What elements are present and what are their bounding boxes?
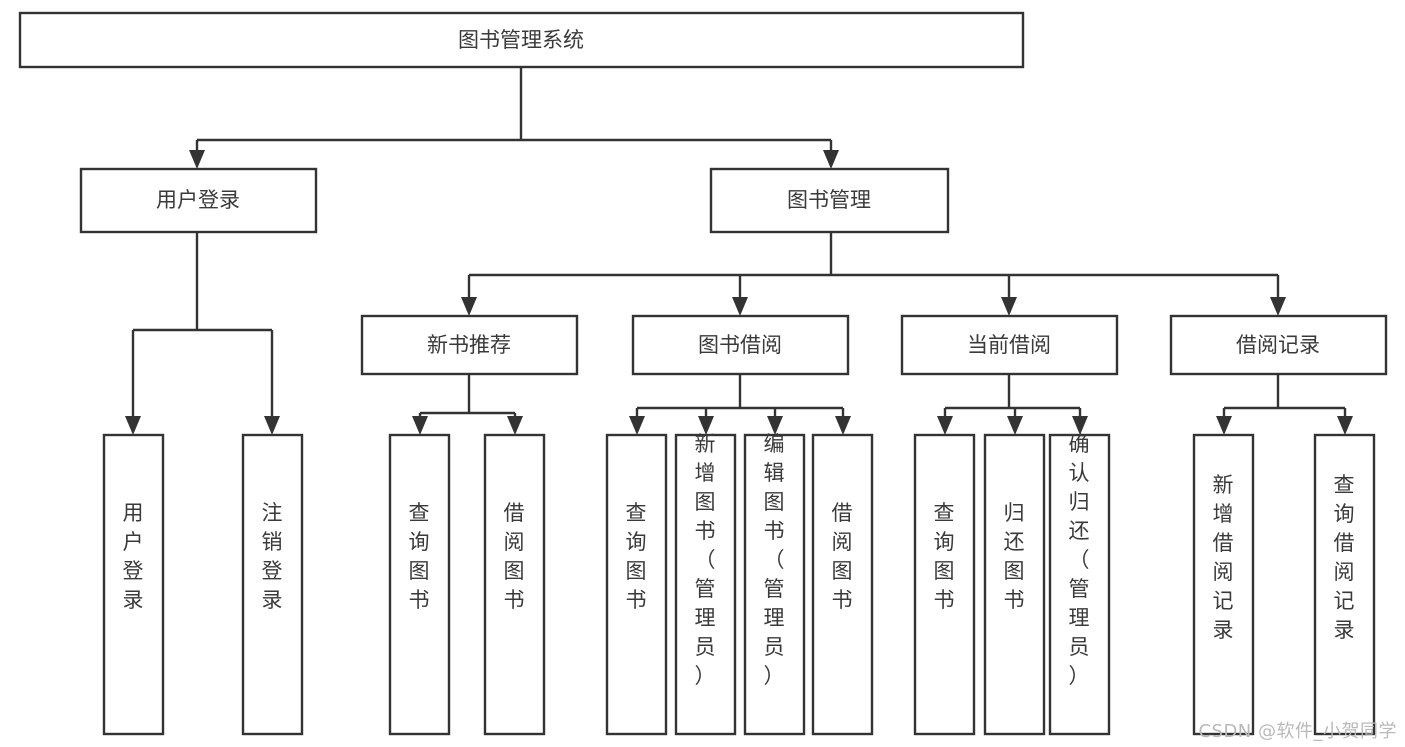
leaf-currentborrow-return-book[interactable]: 归还图书 (983, 433, 1046, 736)
leaf-logout[interactable]: 注销登录 (241, 433, 304, 736)
edge-group-current-borrow-to-leaves (937, 374, 1088, 435)
arrow-to-current-borrow (1001, 297, 1017, 316)
node-book-manage[interactable]: 图书管理 (709, 167, 950, 234)
edge-group-book-borrow-to-leaves (629, 374, 851, 435)
node-current-borrow-label: 当前借阅 (967, 333, 1051, 357)
node-current-borrow[interactable]: 当前借阅 (900, 314, 1119, 376)
leaf-user-login-box[interactable] (102, 433, 165, 736)
leaf-currentborrow-confirm-return-label: 确认归还（管理员） (1069, 432, 1090, 688)
leaf-borrowrecord-add-record[interactable]: 新增借阅记录 (1192, 433, 1255, 736)
leaf-currentborrow-query-book-label: 查询图书 (934, 501, 955, 612)
edge-group-user-login-to-leaves (125, 232, 280, 435)
edge-group-new-book-to-leaves (412, 374, 523, 435)
node-borrow-record-label: 借阅记录 (1236, 333, 1320, 357)
node-book-borrow-box[interactable] (631, 314, 850, 376)
arrow-to-leaf-cb-query (937, 416, 953, 435)
node-book-manage-box[interactable] (709, 167, 950, 234)
node-book-borrow[interactable]: 图书借阅 (631, 314, 850, 376)
node-new-book-recommend-box[interactable] (360, 314, 579, 376)
leaf-borrowrecord-add-record-box[interactable] (1192, 433, 1255, 736)
leaf-bookborrow-borrow-book-label: 借阅图书 (832, 501, 853, 612)
leaf-borrowrecord-add-record-label: 新增借阅记录 (1213, 473, 1234, 642)
leaf-borrowrecord-query-record[interactable]: 查询借阅记录 (1313, 433, 1376, 736)
leaf-user-login[interactable]: 用户登录 (102, 433, 165, 736)
node-root-label: 图书管理系统 (458, 28, 584, 52)
arrow-to-leaf-bb-edit (767, 416, 783, 435)
leaf-bookborrow-query-book-label: 查询图书 (626, 501, 647, 612)
arrow-to-leaf-nb-borrow (507, 416, 523, 435)
leaf-bookborrow-query-book[interactable]: 查询图书 (605, 433, 668, 736)
node-user-login-box[interactable] (79, 167, 318, 234)
node-book-manage-label: 图书管理 (787, 188, 871, 212)
leaf-logout-label: 注销登录 (262, 501, 283, 612)
node-user-login[interactable]: 用户登录 (79, 167, 318, 234)
arrow-to-leaf-bb-query (629, 416, 645, 435)
node-borrow-record[interactable]: 借阅记录 (1169, 314, 1388, 376)
node-root-system[interactable]: 图书管理系统 (18, 11, 1025, 69)
leaf-borrowrecord-query-record-label: 查询借阅记录 (1334, 473, 1355, 642)
arrow-to-leaf-bb-borrow (835, 416, 851, 435)
leaf-bookborrow-query-book-box[interactable] (605, 433, 668, 736)
arrow-to-book-manage (823, 150, 839, 169)
node-root-box[interactable] (18, 11, 1025, 69)
leaf-newbook-query-book[interactable]: 查询图书 (388, 433, 451, 736)
leaf-borrowrecord-query-record-box[interactable] (1313, 433, 1376, 736)
node-borrow-record-box[interactable] (1169, 314, 1388, 376)
edge-group-borrow-record-to-leaves (1216, 374, 1353, 435)
leaf-currentborrow-confirm-return[interactable]: 确认归还（管理员） (1048, 432, 1111, 736)
leaf-bookborrow-borrow-book[interactable]: 借阅图书 (811, 433, 874, 736)
arrow-to-leaf-cb-confirm (1072, 416, 1088, 435)
node-current-borrow-box[interactable] (900, 314, 1119, 376)
leaf-bookborrow-add-book-box[interactable] (674, 433, 737, 736)
leaf-newbook-borrow-book-label: 借阅图书 (504, 501, 525, 612)
leaf-bookborrow-borrow-book-box[interactable] (811, 433, 874, 736)
leaf-currentborrow-query-book[interactable]: 查询图书 (913, 433, 976, 736)
leaf-newbook-borrow-book-box[interactable] (483, 433, 546, 736)
leaf-newbook-query-book-box[interactable] (388, 433, 451, 736)
edge-group-book-manage-to-level3 (461, 232, 1286, 316)
leaf-bookborrow-add-book[interactable]: 新增图书（管理员） (674, 432, 737, 736)
leaf-logout-box[interactable] (241, 433, 304, 736)
arrow-to-leaf-bb-add (698, 416, 714, 435)
leaf-currentborrow-return-book-box[interactable] (983, 433, 1046, 736)
arrow-to-leaf-user-login (125, 416, 141, 435)
leaf-bookborrow-edit-book-box[interactable] (743, 433, 806, 736)
edge-group-root-to-level2 (189, 67, 839, 169)
arrow-to-leaf-cb-return (1007, 416, 1023, 435)
arrow-to-new-book (461, 297, 477, 316)
leaf-currentborrow-confirm-return-box[interactable] (1048, 433, 1111, 736)
leaf-currentborrow-query-book-box[interactable] (913, 433, 976, 736)
arrow-to-leaf-br-query (1337, 416, 1353, 435)
leaf-bookborrow-edit-book[interactable]: 编辑图书（管理员） (743, 432, 806, 736)
node-user-login-label: 用户登录 (156, 188, 240, 212)
node-book-borrow-label: 图书借阅 (698, 333, 782, 357)
leaf-currentborrow-return-book-label: 归还图书 (1004, 501, 1025, 612)
leaf-newbook-query-book-label: 查询图书 (409, 501, 430, 612)
csdn-watermark: CSDN @软件_小贺同学 (1198, 721, 1397, 742)
arrow-to-leaf-nb-query (412, 416, 428, 435)
node-new-book-recommend[interactable]: 新书推荐 (360, 314, 579, 376)
arrow-to-leaf-br-add (1216, 416, 1232, 435)
arrow-to-leaf-logout (264, 416, 280, 435)
leaf-user-login-label: 用户登录 (123, 501, 144, 612)
leaf-newbook-borrow-book[interactable]: 借阅图书 (483, 433, 546, 736)
arrow-to-book-borrow (732, 297, 748, 316)
arrow-to-user-login (189, 150, 205, 169)
arrow-to-borrow-record (1270, 297, 1286, 316)
node-new-book-recommend-label: 新书推荐 (427, 333, 511, 357)
leaf-bookborrow-add-book-label: 新增图书（管理员） (695, 432, 716, 688)
leaf-bookborrow-edit-book-label: 编辑图书（管理员） (764, 432, 785, 688)
